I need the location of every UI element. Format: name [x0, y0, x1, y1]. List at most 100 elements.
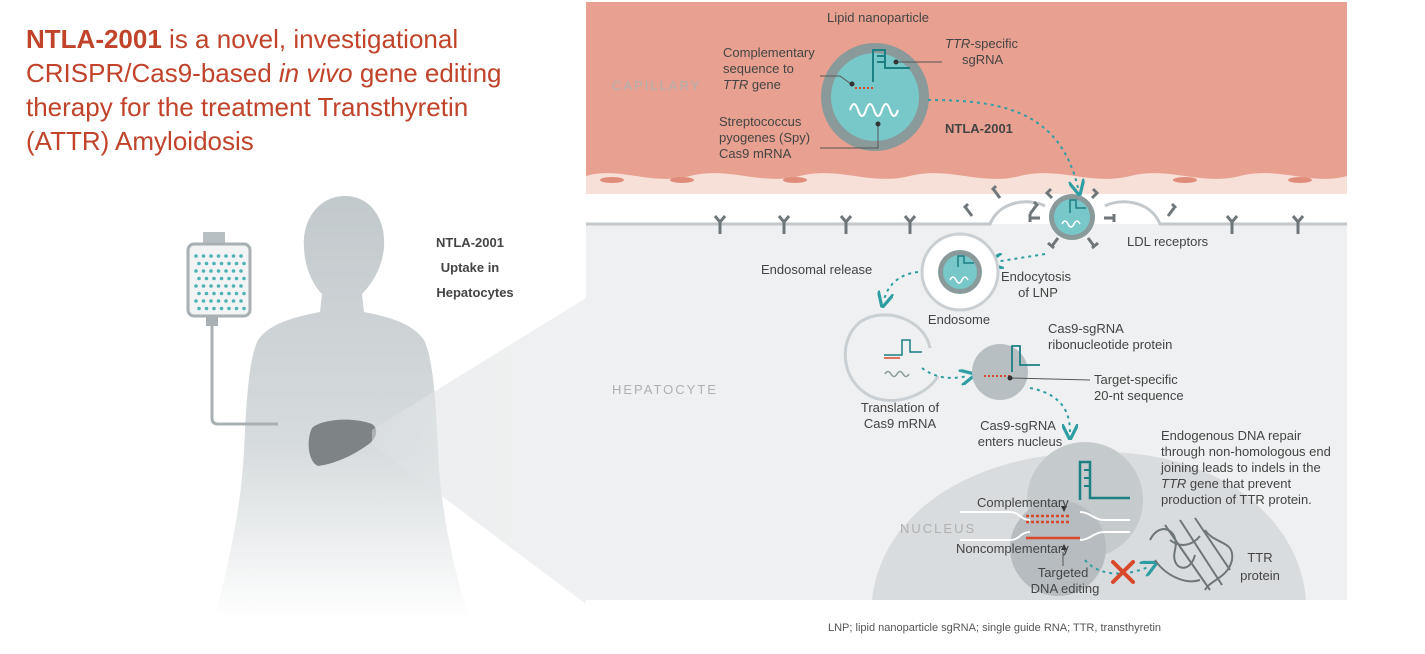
iv-drop [219, 291, 224, 296]
zoom-beam [372, 298, 586, 604]
iv-drop [197, 261, 201, 266]
iv-drop [216, 299, 221, 303]
dna-repair-label-4: TTR gene that prevent [1161, 476, 1291, 491]
translation-label-1: Translation of [861, 400, 940, 415]
iv-bag-drops [194, 254, 246, 311]
iv-drop [231, 299, 236, 303]
uptake-title-line-1: NTLA-2001 [436, 235, 504, 250]
ttr-protein-icon [1149, 517, 1234, 591]
dna-repair-label-3: joining leads to indels in the [1160, 460, 1321, 475]
target-label-2: 20-nt sequence [1094, 388, 1184, 403]
cas9-mrna-label-2: pyogenes (Spy) [719, 130, 810, 145]
released-endosome-icon [843, 313, 940, 402]
iv-drop [242, 261, 246, 266]
endocytosis-label-2: of LNP [1018, 285, 1058, 300]
iv-drop [212, 261, 216, 266]
sgrna-suffix: -specific [970, 36, 1018, 51]
capillary-label: CAPILLARY [612, 78, 701, 93]
target-label-1: Target-specific [1094, 372, 1178, 387]
iv-drop [234, 291, 239, 296]
iv-drop [224, 284, 228, 288]
ldl-receptor-icon [713, 215, 727, 234]
sgrna-label-1: TTR-specific [945, 36, 1018, 51]
iv-drop [197, 291, 201, 296]
enters-nucleus-label-2: enters nucleus [978, 434, 1063, 449]
iv-drop [216, 254, 221, 258]
iv-drop [219, 306, 224, 311]
liver-icon [308, 419, 377, 466]
lnp-name-label: NTLA-2001 [945, 121, 1013, 136]
ldl-receptor-icon [990, 184, 1002, 199]
ldl-receptor-icon [903, 215, 917, 234]
dna-repair-ttr: TTR [1161, 476, 1186, 491]
iv-drop [227, 276, 231, 281]
iv-drop [227, 261, 231, 266]
sgrna-ttr: TTR [945, 36, 970, 51]
iv-drop [219, 276, 224, 281]
endosome-icon [920, 232, 1000, 312]
complementary-sequence-label-1: Complementary [723, 45, 815, 60]
ldl-receptors [713, 184, 1305, 234]
ldl-receptor-icon [1225, 215, 1239, 234]
iv-drop [227, 291, 231, 296]
headline-drug-name: NTLA-2001 [26, 24, 162, 54]
iv-drop [224, 299, 228, 303]
sgrna-label-2: sgRNA [962, 52, 1004, 67]
noncomplementary-strand-label: Noncomplementary [956, 541, 1069, 556]
translation-label-2: Cas9 mRNA [864, 416, 937, 431]
dna-repair-label-1: Endogenous DNA repair [1161, 428, 1302, 443]
ldl-receptor-icon [962, 202, 974, 217]
iv-drop [231, 284, 236, 288]
complementary-gene: gene [748, 77, 781, 92]
iv-drop [242, 306, 246, 311]
ldl-receptors-label: LDL receptors [1127, 234, 1209, 249]
iv-drop [197, 276, 201, 281]
iv-drop [201, 284, 206, 288]
ldl-receptor-icon [777, 215, 791, 234]
iv-drop [212, 306, 216, 311]
iv-drop [239, 269, 243, 273]
iv-drop [212, 276, 216, 281]
cas9-dna-complex-icon [960, 442, 1143, 596]
rnp-label-1: Cas9-sgRNA [1048, 321, 1124, 336]
iv-drop [197, 306, 201, 311]
iv-drop [239, 299, 243, 303]
ldl-receptor-icon [1028, 200, 1040, 215]
dna-repair-label-2: through non-homologous end [1161, 444, 1331, 459]
iv-drop [231, 254, 236, 258]
targeted-editing-label-1: Targeted [1038, 565, 1089, 580]
endocytosis-label-1: Endocytosis [1001, 269, 1072, 284]
human-figure-icon [214, 196, 470, 620]
enters-nucleus-label-1: Cas9-sgRNA [980, 418, 1056, 433]
headline-text-1: is a novel, investigational CRISPR/Cas9-… [26, 24, 459, 88]
iv-drop [209, 254, 213, 258]
iv-drop [209, 299, 213, 303]
ldl-receptor-icon [1166, 202, 1178, 217]
hepatocyte-label: HEPATOCYTE [612, 382, 718, 397]
lnp-label: Lipid nanoparticle [827, 10, 929, 25]
footnote: LNP; lipid nanoparticle sgRNA; single gu… [828, 622, 1162, 634]
iv-drop [224, 269, 228, 273]
iv-drop [239, 284, 243, 288]
iv-drop [194, 284, 198, 288]
cas9-mrna-label-3: Cas9 mRNA [719, 146, 792, 161]
cas9-mrna-label-1: Streptococcus [719, 114, 802, 129]
iv-drop [204, 276, 209, 281]
iv-drop [231, 269, 236, 273]
uptake-title-line-2: Uptake in [441, 260, 500, 275]
iv-drop [201, 299, 206, 303]
iv-drop [204, 261, 209, 266]
iv-drop [212, 291, 216, 296]
iv-drop [216, 284, 221, 288]
iv-drop [234, 306, 239, 311]
iv-bag-icon [186, 232, 278, 426]
endosome-label: Endosome [928, 312, 990, 327]
iv-drop [219, 261, 224, 266]
dna-repair-gene: gene that prevent [1186, 476, 1291, 491]
headline-italic: in vivo [278, 58, 353, 88]
ttr-protein-label-1: TTR [1247, 550, 1272, 565]
iv-drop [227, 306, 231, 311]
iv-drop [194, 254, 198, 258]
targeted-editing-label-2: DNA editing [1031, 581, 1100, 596]
iv-drop [224, 254, 228, 258]
